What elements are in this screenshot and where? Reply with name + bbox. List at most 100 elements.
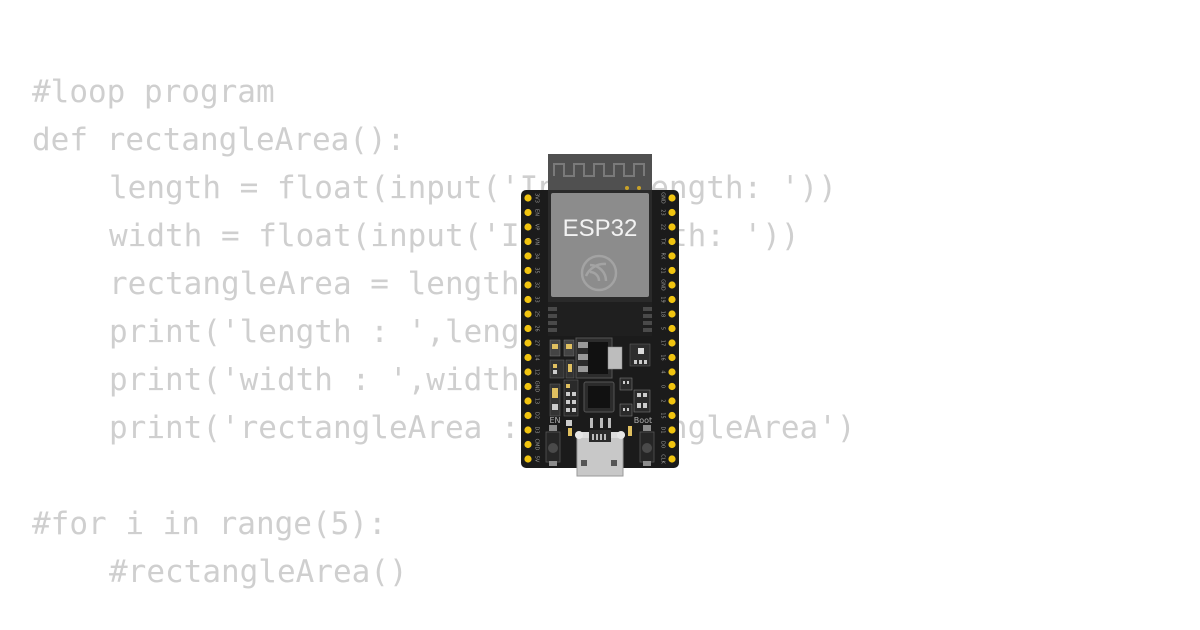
header-pin xyxy=(668,281,676,289)
espressif-logo-icon xyxy=(580,254,618,292)
pin-label: 27 xyxy=(534,340,540,346)
components xyxy=(549,337,651,436)
header-pin xyxy=(524,368,532,376)
header-pin xyxy=(524,281,532,289)
antenna-trace xyxy=(553,163,645,177)
header-pin xyxy=(668,237,676,246)
boot-button[interactable] xyxy=(639,425,655,466)
pin-label: RX xyxy=(660,253,666,260)
header-pin xyxy=(668,324,676,333)
header-pin xyxy=(668,252,676,260)
pin-label: 34 xyxy=(534,253,540,259)
header-pin xyxy=(524,324,532,333)
esp32-board: ESP32 xyxy=(520,152,680,478)
en-button[interactable] xyxy=(545,425,561,466)
header-pin xyxy=(524,266,532,275)
header-pin xyxy=(668,440,676,449)
pin-label: 18 xyxy=(660,311,666,317)
pin-label: 22 xyxy=(660,224,666,230)
pin-label: 5 xyxy=(660,327,666,330)
pin-label: 12 xyxy=(534,369,540,375)
pin-label: 15 xyxy=(660,412,666,418)
header-pin xyxy=(668,411,676,420)
header-pin xyxy=(524,252,532,260)
module-side-pads xyxy=(548,307,652,332)
pin-label: GND xyxy=(660,279,666,291)
esp32-board-graphic: ESP32 xyxy=(521,154,679,477)
code-line: print('rectangleArea : ',rectangleArea') xyxy=(109,410,856,446)
pin-label: D3 xyxy=(534,426,540,433)
header-pin xyxy=(524,310,532,318)
pin-label: 32 xyxy=(534,282,540,288)
pin-label: 13 xyxy=(534,398,540,404)
pin-label: D0 xyxy=(660,441,666,448)
header-pin xyxy=(668,455,676,463)
header-pin xyxy=(668,223,676,231)
header-pin xyxy=(524,339,532,347)
pin-label: 16 xyxy=(660,354,666,360)
header-pin xyxy=(668,353,676,362)
module-shield xyxy=(551,193,649,297)
pin-label: VP xyxy=(534,224,540,230)
pin-label: D2 xyxy=(534,412,540,419)
code-line: length = float(input('Input length: ')) xyxy=(109,170,837,206)
right-header-pins xyxy=(668,194,676,463)
header-pin xyxy=(524,223,532,231)
pad xyxy=(625,186,629,190)
code-line: print('length : ',length) xyxy=(109,314,576,350)
pin-label: CMD xyxy=(534,439,540,451)
code-line: #loop program xyxy=(32,74,275,110)
header-pin xyxy=(524,353,532,362)
header-pin xyxy=(524,194,532,202)
code-line: width = float(input('Input width: ')) xyxy=(109,218,800,254)
chip-label: ESP32 xyxy=(563,215,638,242)
pin-label: VN xyxy=(534,238,540,245)
code-line xyxy=(32,452,856,500)
code-block: #loop program def rectangleArea(): length … xyxy=(32,68,856,596)
header-pin xyxy=(524,237,532,246)
pin-label: TX xyxy=(660,237,666,245)
code-line: def rectangleArea(): xyxy=(32,122,406,158)
pin-label: 21 xyxy=(660,267,666,273)
pin-label: 23 xyxy=(660,209,666,215)
pin-label: 17 xyxy=(660,340,666,346)
pin-label: 26 xyxy=(534,325,540,331)
header-pin xyxy=(668,295,676,304)
code-line: print('width : ',width) xyxy=(109,362,539,398)
code-line: #rectangleArea() xyxy=(109,554,408,590)
header-pin xyxy=(668,397,676,405)
header-pin xyxy=(668,266,676,275)
header-pin xyxy=(524,426,532,434)
code-line: rectangleArea = length * width xyxy=(109,266,669,302)
header-pin xyxy=(524,455,532,463)
pin-label: 5V xyxy=(534,456,540,463)
header-pin xyxy=(524,440,532,449)
header-pin xyxy=(524,208,532,217)
pin-label: 3V3 xyxy=(534,193,540,203)
header-pin xyxy=(668,382,676,391)
header-pin xyxy=(524,397,532,405)
pin-label: 2 xyxy=(660,399,666,402)
pin-label: 35 xyxy=(534,267,540,273)
pin-label: 14 xyxy=(534,354,540,360)
pin-label: D1 xyxy=(660,426,666,433)
pin-label: GND xyxy=(660,192,666,204)
pin-label: 0 xyxy=(660,385,666,388)
header-pin xyxy=(524,382,532,391)
pad xyxy=(637,186,641,190)
header-pin xyxy=(668,426,676,434)
pin-label: EN xyxy=(534,209,540,216)
usb-port-icon xyxy=(575,430,625,477)
code-line: #for i in range(5): xyxy=(32,506,387,542)
header-pin xyxy=(524,295,532,304)
left-header-pins xyxy=(524,194,532,463)
pin-label: 33 xyxy=(534,296,540,302)
pin-label: CLK xyxy=(660,454,666,464)
pin-label: 25 xyxy=(534,311,540,317)
header-pin xyxy=(668,339,676,347)
en-button-label: EN xyxy=(549,416,560,425)
pin-label: GND xyxy=(534,381,540,393)
pin-label: 19 xyxy=(660,296,666,302)
